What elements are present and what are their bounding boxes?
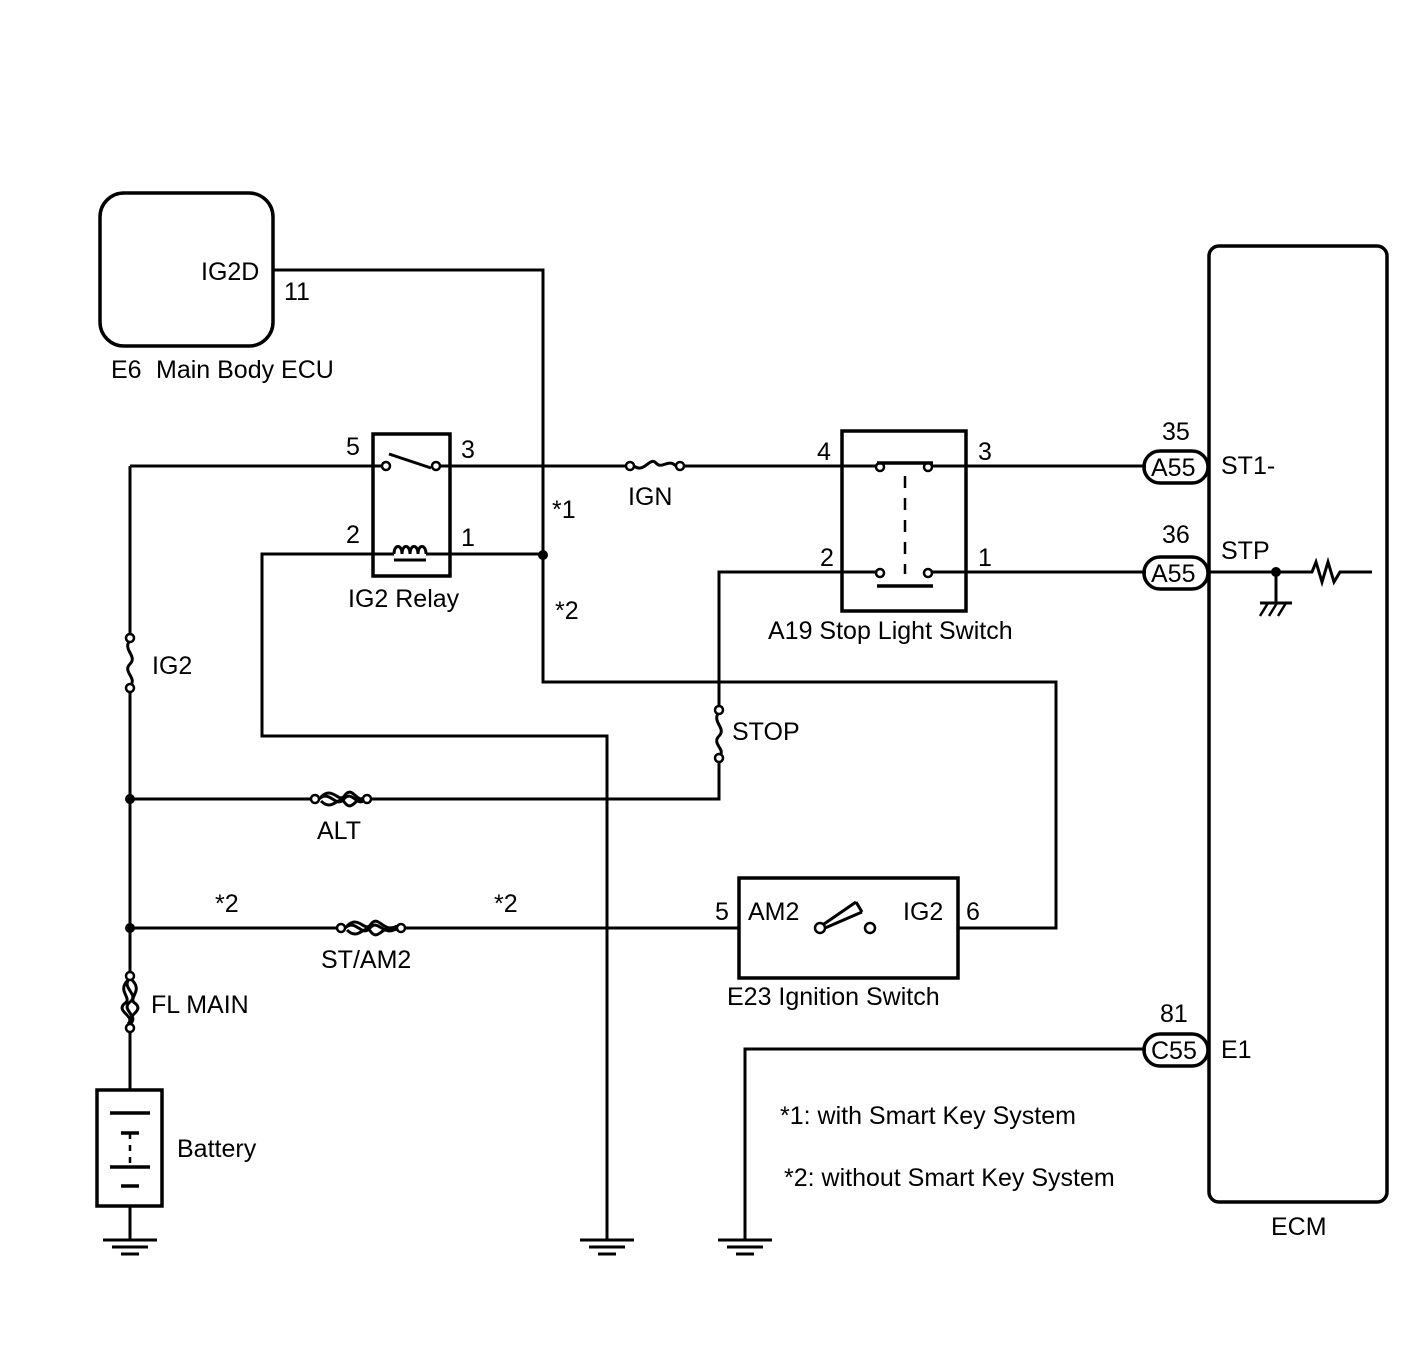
fuse-alt-label: ALT (317, 817, 361, 845)
ecm-name: ECM (1271, 1213, 1327, 1241)
ecu-pin-label: IG2D (201, 258, 259, 286)
ecm-pin-number: 36 (1162, 521, 1190, 549)
note-mark-2: *2 (494, 890, 518, 918)
note-2: *2: without Smart Key System (784, 1164, 1115, 1192)
battery-label: Battery (177, 1135, 257, 1163)
switch-pin4: 4 (817, 438, 831, 466)
resistor-icon (1306, 556, 1372, 588)
fuse-st-am2: ST/AM2 (321, 919, 411, 974)
connector-label: A55 (1151, 560, 1195, 588)
note-mark-2: *2 (555, 597, 579, 625)
ign-pin-left-no: 5 (715, 898, 729, 926)
ign-pin-right-label: IG2 (903, 898, 943, 926)
ecu-code: E6 (111, 356, 142, 384)
ecm-pin-signal: STP (1221, 537, 1270, 565)
connector-c55 (1142, 1032, 1210, 1068)
ign-switch-name: E23 Ignition Switch (727, 983, 940, 1011)
fuse-ign-label: IGN (628, 483, 672, 511)
fuse-ig2-label: IG2 (152, 652, 192, 680)
wire-relay-pin2-ground (260, 552, 609, 1240)
ecu-pin-number: 11 (284, 278, 310, 306)
fuse-st-am2-label: ST/AM2 (321, 946, 411, 974)
main-body-ecu: IG2D 11 E6 Main Body ECU (98, 191, 334, 384)
wire-e1-ground (743, 1047, 1146, 1240)
ign-pin-left-label: AM2 (748, 898, 799, 926)
ecu-name: Main Body ECU (156, 356, 334, 384)
fuse-fl-main: FL MAIN (120, 970, 249, 1034)
ign-pin-right-no: 6 (966, 898, 980, 926)
ecm-pin-number: 81 (1160, 1000, 1188, 1028)
fuse-ig2: IG2 (124, 632, 192, 694)
relay-pin2: 2 (346, 521, 360, 549)
ground-symbol (103, 1238, 157, 1256)
battery: Battery (95, 1088, 257, 1208)
ig2-relay: 5 3 2 1 IG2 Relay (346, 432, 475, 613)
connector-label: C55 (1151, 1037, 1197, 1065)
connector-label: A55 (1151, 454, 1195, 482)
fuse-ign: IGN (624, 459, 686, 511)
note-mark-2: *2 (215, 890, 239, 918)
wire-ig2d (273, 268, 1058, 930)
wire-stop-alt (371, 762, 721, 801)
ecm: ECM A55 35 ST1- A55 36 STP C55 81 E1 (1142, 244, 1389, 1241)
fuse-fl-main-label: FL MAIN (151, 991, 249, 1019)
ecm-pin-signal: E1 (1221, 1036, 1252, 1064)
fuse-stop-label: STOP (732, 718, 800, 746)
switch-name: A19 Stop Light Switch (768, 617, 1013, 645)
fuse-stop: STOP (713, 704, 800, 764)
ground-symbol (718, 1238, 772, 1256)
note-mark-1: *1 (552, 496, 576, 524)
ground-symbol (580, 1238, 634, 1256)
fuse-alt: ALT (309, 790, 373, 845)
ignition-switch: 5 AM2 IG2 6 E23 Ignition Switch (715, 876, 980, 1011)
connector-a55 (1142, 555, 1210, 591)
switch-pin2: 2 (820, 544, 834, 572)
ecm-pin-number: 35 (1162, 418, 1190, 446)
wire-stop-fuse (717, 570, 842, 706)
ecm-pin-signal: ST1- (1221, 452, 1275, 480)
stop-light-switch: 4 3 2 1 A19 Stop Light Switch (768, 429, 1013, 645)
switch-pin3: 3 (978, 438, 992, 466)
relay-pin5: 5 (346, 433, 360, 461)
switch-pin1: 1 (978, 544, 992, 572)
relay-pin3: 3 (461, 436, 475, 464)
relay-name: IG2 Relay (348, 585, 460, 613)
connector-a55 (1142, 449, 1210, 485)
chassis-ground-symbol (1258, 601, 1292, 617)
relay-pin1: 1 (461, 524, 475, 552)
note-1: *1: with Smart Key System (780, 1102, 1076, 1130)
